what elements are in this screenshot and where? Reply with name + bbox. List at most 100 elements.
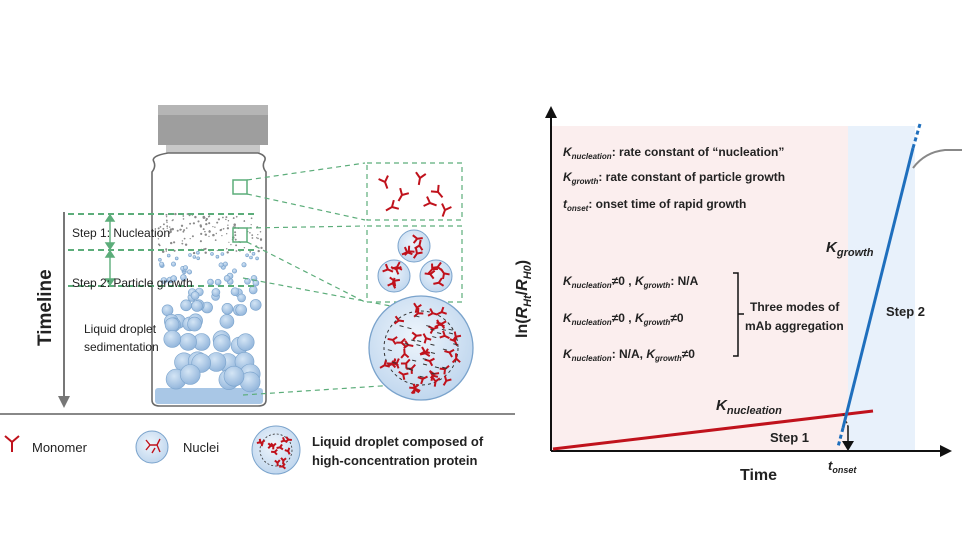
monomer-glyph [423,196,437,207]
vial-bottom-liquid [155,388,263,404]
nucleation-dot [214,239,217,241]
nucleation-dot [159,226,162,228]
monomer-cluster [378,171,452,217]
nuclei-icon [135,430,169,464]
nucleation-dot [257,249,260,253]
monomer-glyph [451,331,462,342]
monomer-glyph [379,359,390,369]
nucleation-dot [192,251,196,255]
legend: Monomer Nuclei Liquid droplet composed o… [4,425,484,475]
nucleation-dot [256,237,258,239]
droplet-bubble [255,256,259,261]
droplet-bubble [223,275,231,282]
nucleation-dot [166,227,168,229]
def-nucleation: Knucleation: rate constant of “nucleatio… [563,145,784,161]
droplet-bubble [183,265,189,271]
nucleation-line [552,409,874,451]
droplet-bubble [230,287,240,297]
vial-cap [158,105,268,153]
nucleation-dot [204,233,208,236]
nucleation-dot [250,223,252,226]
growth-line-dashed-bottom [836,427,845,448]
droplet-bubble [180,299,192,312]
nucleation-dot [226,251,229,254]
def-onset: tonset: onset time of rapid growth [563,197,746,213]
nucleation-dot [233,223,236,226]
monomer-glyph [441,203,452,217]
left-panel: Timeline Step 1: Nucleation Step 2: Part… [0,105,515,475]
nucleation-dot [162,227,165,230]
nucleation-dot [221,234,223,237]
nucleation-dot [225,216,228,219]
nucleation-dot [225,218,227,221]
nucleation-dot [234,231,237,234]
droplet-bubble [180,274,187,281]
droplet-bubble [160,277,168,284]
big-droplet [368,295,474,401]
monomer-glyph [427,308,439,317]
droplet-bubble [171,261,177,267]
nucleation-dot [189,222,192,225]
dash-mark [399,325,404,328]
modes-caption-line2: mAb aggregation [745,319,844,333]
droplet-bubble [191,300,203,312]
monomer-glyph [387,336,398,345]
x-axis-label: Time [740,467,777,484]
droplet-bubble [159,261,165,267]
nucleation-dot [260,246,263,250]
monomer-glyph [390,266,402,275]
monomer-glyph [414,239,424,251]
droplet-icon [251,425,301,475]
monomer-glyph [412,247,423,259]
nucleation-dot [169,230,172,234]
nucleation-dot [249,232,251,234]
nucleation-dot [227,219,230,222]
axes [545,106,952,457]
nucleation-dot [216,221,219,224]
dash-mark [430,351,436,354]
droplet-bubble [179,333,197,351]
nucleation-dot [157,232,159,235]
nucleation-dot [208,230,211,233]
monomer-glyph [400,358,411,369]
nucleation-dot [251,237,254,239]
mode-1: Knucleation≠0 , Kgrowth: N/A [563,274,699,290]
droplet-bubble [249,299,262,311]
nucleation-dot [169,226,171,228]
nucleation-dot [232,226,235,228]
monomer-glyph [419,348,431,357]
modes-bracket [733,272,744,357]
nucleation-dot [226,227,230,230]
nucleation-dot [165,250,168,252]
nucleation-dot [205,219,208,222]
nucleation-dot [181,242,184,245]
nuclei-cluster [377,229,453,293]
dash-mark [442,366,447,369]
monomer-glyph [411,331,422,341]
nucleation-dot [202,228,205,231]
step2-label: Step 2: Particle growth [72,276,193,290]
nucleation-dot [182,218,185,220]
k-nucleation-label: Knucleation [716,397,782,417]
legend-droplet-line2: high-concentration protein [312,453,477,468]
step-arrows [104,213,116,287]
nucleation-dot [259,238,263,241]
monomer-glyph [413,307,424,318]
nucleation-dot [205,222,208,226]
droplet-bubble [215,254,220,259]
legend-nuclei-label: Nuclei [183,440,219,455]
dash-mark [411,339,416,342]
droplet-bubble [211,288,221,297]
dash-mark [406,367,411,370]
nucleation-dot [157,238,160,240]
monomer-glyph [415,171,427,186]
dash-mark [416,344,421,347]
monomer-glyph [434,319,445,328]
dash-mark [430,328,435,331]
droplet-bubble [207,278,214,286]
k-growth-label: Kgrowth [826,239,874,259]
monomer-glyph [389,276,401,287]
nucleation-dot [165,219,168,222]
nucleation-dot [260,239,262,242]
droplet-bubble [187,316,202,332]
